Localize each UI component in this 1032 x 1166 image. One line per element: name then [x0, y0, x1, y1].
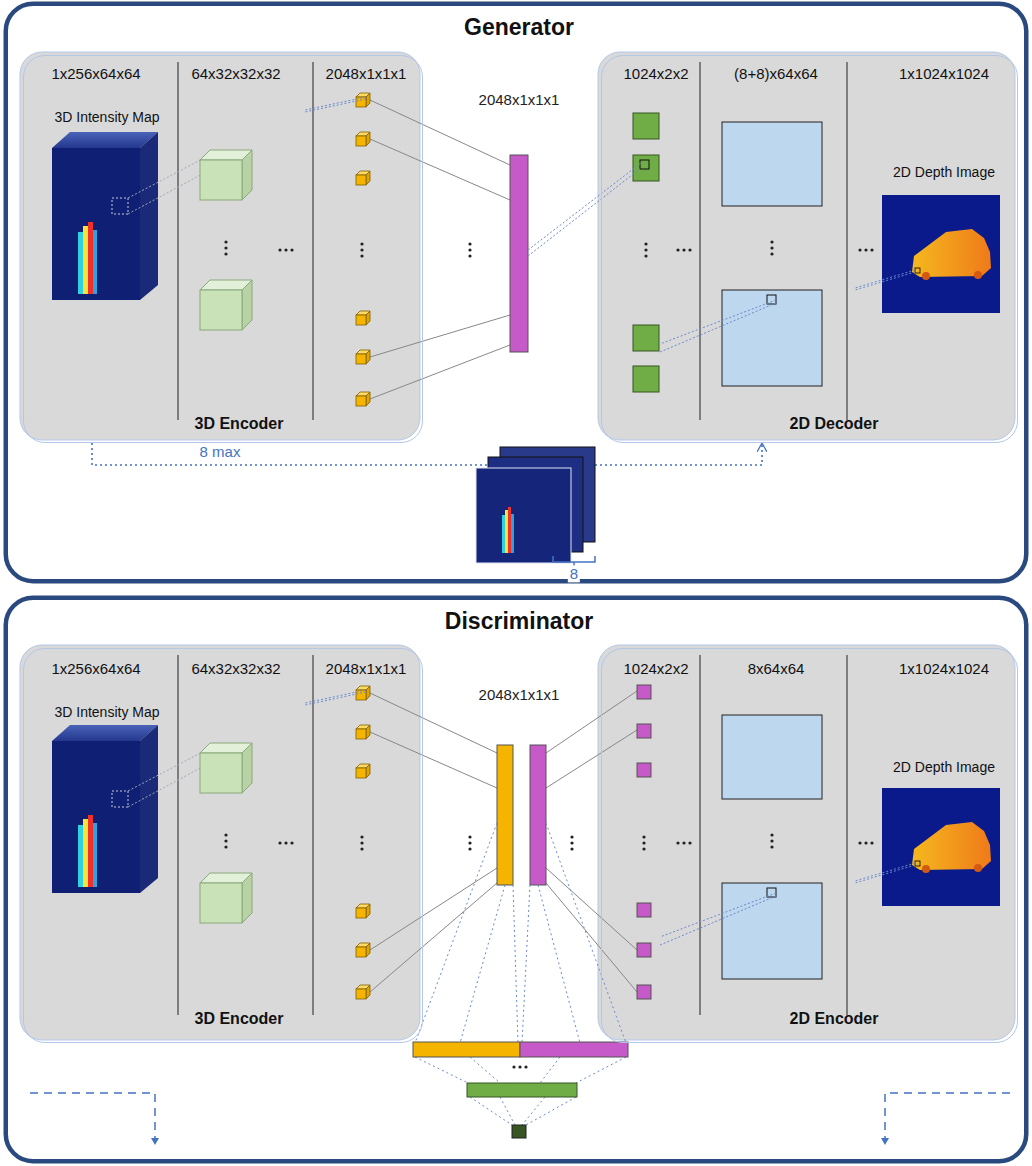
latent-shape: 2048x1x1x1	[477, 91, 562, 108]
tensor-shape: 2048x1x1x1	[326, 65, 407, 82]
tensor-shape: (8+8)x64x64	[734, 65, 818, 82]
model-panel: Generator 1x256x64x64 64x32x32x32 2048x1x1x…	[5, 3, 1027, 582]
input-caption: 2D Depth Image	[893, 164, 995, 180]
tensor-shape: 1x256x64x64	[51, 65, 140, 82]
network-block: 1x256x64x64 64x32x32x32 2048x1x1x1 3D Inten…	[23, 55, 423, 443]
block-title: 3D Encoder	[195, 1010, 284, 1028]
block-title: Discriminator	[445, 608, 593, 634]
model-panel: Discriminator 1x256x64x64 64x32x32x32 2048x…	[5, 597, 1027, 1162]
tensor-shape: 64x32x32x32	[191, 65, 280, 82]
network-block: 1024x2x2 (8+8)x64x64 1x1024x1024 2D Depth I…	[601, 55, 1018, 443]
tensor-shape: 8x64x64	[748, 660, 805, 677]
tensor-shape: 1024x2x2	[623, 65, 688, 82]
input-caption: 3D Intensity Map	[54, 704, 159, 720]
input-caption: 2D Depth Image	[893, 759, 995, 775]
tensor-shape: 1x256x64x64	[51, 660, 140, 677]
network-block: 1024x2x2 8x64x64 1x1024x1024 2D Depth Image…	[601, 648, 1018, 1043]
tensor-shape: 1024x2x2	[623, 660, 688, 677]
edge-label: 8 max	[197, 443, 244, 460]
tensor-shape: 2048x1x1x1	[326, 660, 407, 677]
tensor-shape: 1x1024x1024	[899, 65, 989, 82]
input-caption: 3D Intensity Map	[54, 109, 159, 125]
block-title: 2D Encoder	[790, 1010, 879, 1028]
block-title: 3D Encoder	[195, 415, 284, 433]
tensor-shape: 64x32x32x32	[191, 660, 280, 677]
tensor-shape: 1x1024x1024	[899, 660, 989, 677]
latent-shape: 2048x1x1x1	[477, 686, 562, 703]
network-block: 1x256x64x64 64x32x32x32 2048x1x1x1 3D Inten…	[23, 648, 423, 1043]
stack-count: 8	[568, 565, 580, 582]
block-title: Generator	[464, 14, 574, 40]
block-title: 2D Decoder	[790, 415, 879, 433]
projection-arrow	[92, 443, 762, 465]
